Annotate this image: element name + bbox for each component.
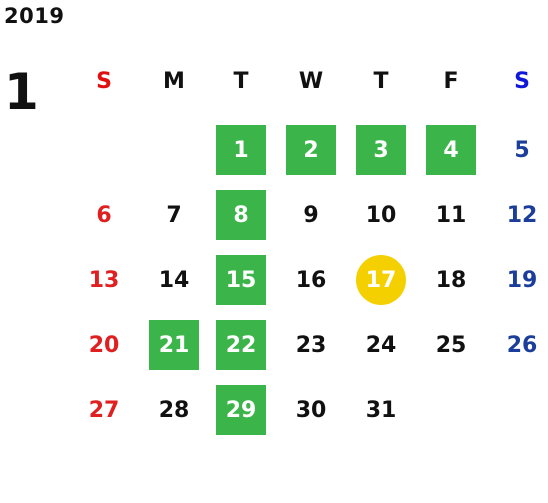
weekday-header-wednesday: W bbox=[298, 68, 324, 94]
day-cell-25[interactable]: 25 bbox=[435, 332, 467, 358]
weekday-header-thursday: T bbox=[373, 68, 389, 94]
day-cell-15[interactable]: 15 bbox=[216, 255, 266, 305]
day-cell-30[interactable]: 30 bbox=[295, 397, 327, 423]
day-cell-16[interactable]: 16 bbox=[295, 267, 327, 293]
day-cell-14[interactable]: 14 bbox=[158, 267, 190, 293]
day-cell-26[interactable]: 26 bbox=[506, 332, 538, 358]
day-cell-29[interactable]: 29 bbox=[216, 385, 266, 435]
day-cell-18[interactable]: 18 bbox=[435, 267, 467, 293]
day-cell-21[interactable]: 21 bbox=[149, 320, 199, 370]
day-cell-23[interactable]: 23 bbox=[295, 332, 327, 358]
day-cell-24[interactable]: 24 bbox=[365, 332, 397, 358]
day-cell-28[interactable]: 28 bbox=[158, 397, 190, 423]
day-cell-31[interactable]: 31 bbox=[365, 397, 397, 423]
day-cell-8[interactable]: 8 bbox=[216, 190, 266, 240]
day-cell-7[interactable]: 7 bbox=[166, 202, 182, 228]
day-cell-13[interactable]: 13 bbox=[88, 267, 120, 293]
day-cell-27[interactable]: 27 bbox=[88, 397, 120, 423]
month-number: 1 bbox=[4, 63, 39, 121]
weekday-header-tuesday: T bbox=[233, 68, 249, 94]
day-cell-4[interactable]: 4 bbox=[426, 125, 476, 175]
day-cell-6[interactable]: 6 bbox=[96, 202, 112, 228]
day-cell-20[interactable]: 20 bbox=[88, 332, 120, 358]
day-cell-17[interactable]: 17 bbox=[356, 255, 406, 305]
weekday-header-monday: M bbox=[163, 68, 185, 94]
day-cell-1[interactable]: 1 bbox=[216, 125, 266, 175]
day-cell-3[interactable]: 3 bbox=[356, 125, 406, 175]
weekday-header-friday: F bbox=[443, 68, 459, 94]
day-cell-19[interactable]: 19 bbox=[506, 267, 538, 293]
day-cell-10[interactable]: 10 bbox=[365, 202, 397, 228]
day-cell-2[interactable]: 2 bbox=[286, 125, 336, 175]
day-cell-22[interactable]: 22 bbox=[216, 320, 266, 370]
day-cell-12[interactable]: 12 bbox=[506, 202, 538, 228]
day-cell-11[interactable]: 11 bbox=[435, 202, 467, 228]
day-cell-9[interactable]: 9 bbox=[303, 202, 319, 228]
weekday-header-saturday: S bbox=[514, 68, 530, 94]
weekday-header-sunday: S bbox=[96, 68, 112, 94]
year-label: 2019 bbox=[4, 4, 65, 28]
day-cell-5[interactable]: 5 bbox=[514, 137, 530, 163]
